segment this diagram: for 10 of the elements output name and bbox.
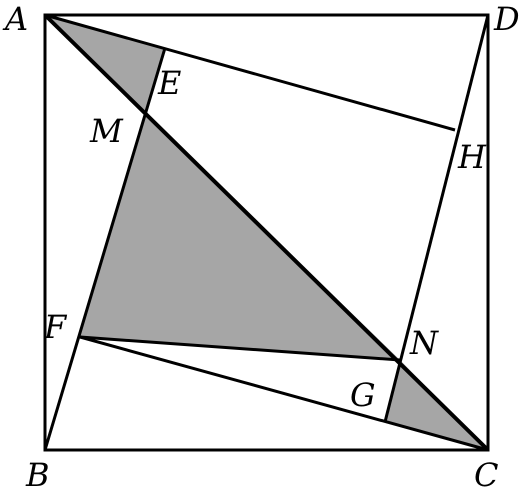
point-label: E	[158, 66, 182, 100]
point-label: F	[44, 310, 66, 344]
point-label: C	[474, 458, 498, 492]
point-label: G	[350, 378, 376, 412]
point-label: B	[26, 458, 50, 492]
point-label: H	[458, 140, 486, 174]
point-label: A	[5, 2, 28, 36]
point-label: M	[90, 114, 123, 148]
point-label: D	[494, 2, 520, 36]
point-label: N	[410, 326, 438, 360]
